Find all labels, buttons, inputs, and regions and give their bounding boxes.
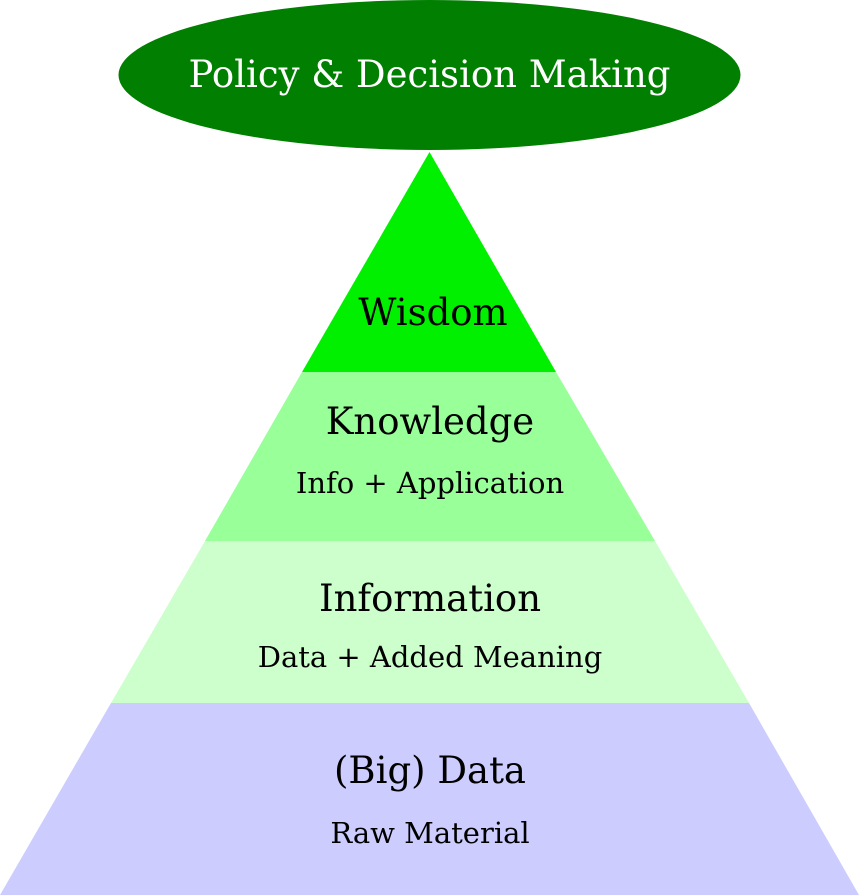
- information-title: Information: [319, 577, 541, 620]
- data-subtitle: Raw Material: [330, 816, 529, 850]
- wisdom-layer: [302, 152, 556, 372]
- data-layer: [0, 703, 859, 895]
- information-layer: [111, 541, 749, 703]
- wisdom-title: Wisdom: [358, 291, 507, 334]
- data-title: (Big) Data: [334, 749, 526, 792]
- information-subtitle: Data + Added Meaning: [258, 640, 603, 674]
- knowledge-subtitle: Info + Application: [296, 466, 564, 500]
- policy-ellipse: [118, 0, 741, 150]
- policy-label: Policy & Decision Making: [189, 53, 671, 96]
- knowledge-layer: [205, 372, 655, 541]
- knowledge-title: Knowledge: [326, 400, 534, 443]
- policy-decision-node: Policy & Decision Making: [118, 0, 741, 150]
- pyramid: [0, 152, 859, 895]
- pyramid-labels: Wisdom Knowledge Info + Application Info…: [258, 291, 603, 850]
